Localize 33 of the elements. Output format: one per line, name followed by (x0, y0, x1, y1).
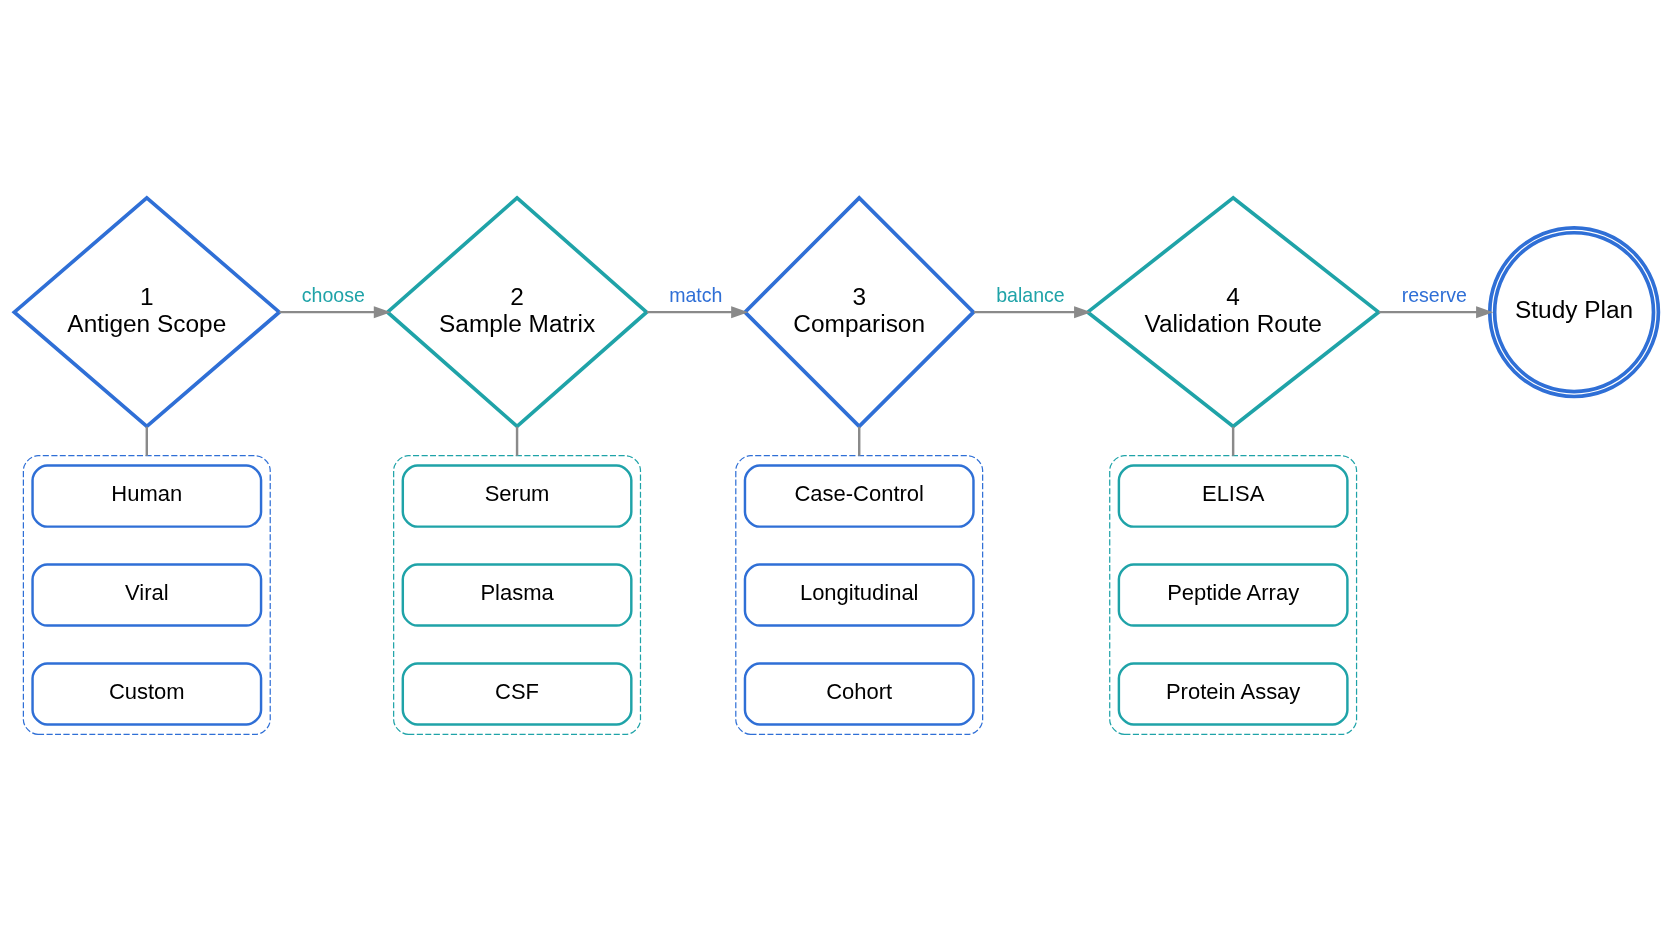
connector (515, 426, 519, 456)
node-diamond: 3 Comparison (742, 194, 977, 429)
node-box: CSF (401, 661, 633, 726)
node-box: ELISA (1117, 463, 1349, 528)
arrow (646, 305, 749, 318)
node-box: Plasma (401, 562, 633, 627)
node-diamond: 2 Sample Matrix (384, 194, 650, 429)
node-box: Longitudinal (743, 562, 975, 627)
arrow (973, 305, 1092, 318)
node-diamond: 4 Validation Route (1084, 195, 1382, 429)
connector (1231, 426, 1235, 456)
node-box: Protein Assay (1117, 661, 1349, 726)
node-box: Human (31, 463, 263, 528)
node-box: Serum (401, 463, 633, 528)
node-box: Cohort (743, 661, 975, 726)
node-box: Case-Control (743, 463, 975, 528)
connector (858, 426, 861, 456)
arrow (279, 305, 391, 318)
node-diamond: 1 Antigen Scope (11, 194, 283, 429)
node-box: Custom (31, 661, 263, 726)
connector (145, 426, 148, 456)
node-box: Viral (31, 562, 263, 627)
edge-label: balance (996, 283, 1065, 306)
cluster (22, 454, 271, 735)
cluster (735, 454, 984, 735)
node-box: Peptide Array (1117, 562, 1349, 627)
edge-label: reserve (1401, 283, 1467, 306)
node-circle: Study Plan (1487, 225, 1661, 398)
cluster (393, 454, 642, 735)
arrow (1378, 305, 1494, 318)
edge-label: choose (301, 283, 365, 306)
cluster (1109, 454, 1358, 735)
edge-label: match (669, 283, 723, 306)
